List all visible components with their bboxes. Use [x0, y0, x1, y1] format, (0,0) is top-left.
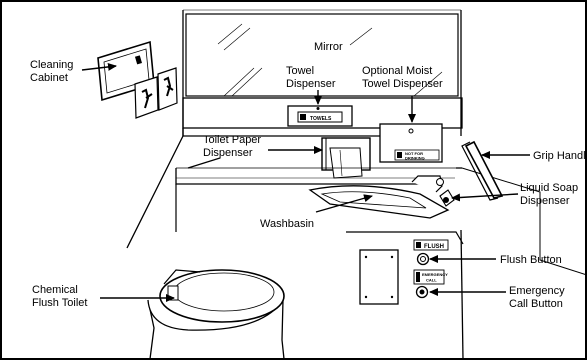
arrow-liquid-soap: [452, 194, 518, 198]
label-washbasin: Washbasin: [260, 218, 314, 230]
towels-placard-text: TOWELS: [310, 116, 332, 122]
grip-handle: [462, 142, 502, 200]
label-toilet-paper-1: Toilet Paper: [203, 134, 261, 146]
label-emergency-call-1: Emergency: [509, 285, 565, 297]
access-panel: [360, 250, 398, 304]
flush-placard-text: FLUSH: [424, 244, 444, 250]
washbasin: [310, 176, 448, 218]
label-moist-towel-2: Towel Dispenser: [362, 78, 443, 90]
label-towel-dispenser-1: Towel: [286, 65, 314, 77]
label-cleaning-cabinet-1: Cleaning: [30, 59, 73, 71]
liquid-soap-dispenser: [440, 190, 454, 206]
emergency-placard-line1: EMERGENCY: [422, 272, 448, 277]
label-grip-handle: Grip Handle: [533, 150, 587, 162]
label-emergency-call-2: Call Button: [509, 298, 563, 310]
label-cleaning-cabinet-2: Cabinet: [30, 72, 68, 84]
label-liquid-soap-1: Liquid Soap: [520, 182, 578, 194]
moist-towel-dispenser: NOT FOR DRINKING: [380, 124, 442, 162]
label-flush-button: Flush Button: [500, 254, 562, 266]
label-towel-dispenser-2: Dispenser: [286, 78, 336, 90]
emergency-placard-line2: CALL: [426, 278, 437, 283]
towel-dispenser: TOWELS: [288, 106, 352, 126]
emergency-call-button: EMERGENCY CALL: [414, 270, 448, 298]
label-chemical-toilet-1: Chemical: [32, 284, 78, 296]
moist-placard-line2: DRINKING: [405, 156, 425, 161]
toilet-paper-dispenser: [322, 138, 370, 178]
label-toilet-paper-2: Dispenser: [203, 147, 253, 159]
flush-button: FLUSH: [414, 240, 448, 265]
label-liquid-soap-2: Dispenser: [520, 195, 570, 207]
chemical-flush-toilet: [148, 270, 284, 359]
label-moist-towel-1: Optional Moist: [362, 65, 432, 77]
label-mirror: Mirror: [314, 41, 343, 53]
label-chemical-toilet-2: Flush Toilet: [32, 297, 87, 309]
